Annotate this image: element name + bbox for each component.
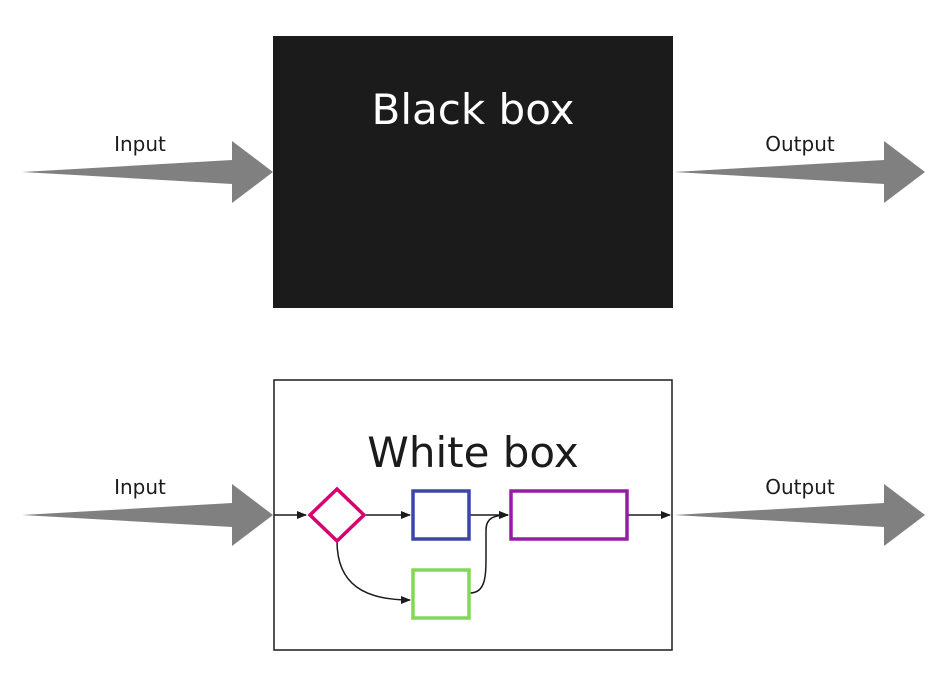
black-box-output-arrow <box>674 141 925 203</box>
white-box-section: Input White box Output <box>22 379 925 651</box>
white-box-title: White box <box>367 428 578 477</box>
black-box-section: Input Black box Output <box>22 36 925 308</box>
process-node-b <box>411 568 471 620</box>
white-box-connectors <box>274 511 671 604</box>
decision-node <box>307 486 367 544</box>
black-box <box>273 36 673 308</box>
black-box-input-arrow <box>22 141 273 203</box>
connector-decision-to-process-b <box>336 540 411 604</box>
white-box-input-label: Input <box>114 475 166 499</box>
white-box-output-arrow <box>674 484 925 546</box>
white-box-input-arrow <box>22 484 273 546</box>
process-node-a <box>411 489 471 541</box>
white-box-output-label: Output <box>765 475 835 499</box>
output-process-node <box>509 489 629 541</box>
black-box-output-label: Output <box>765 132 835 156</box>
black-box-input-label: Input <box>114 132 166 156</box>
black-box-title: Black box <box>372 85 575 134</box>
connector-process-b-to-output-process <box>469 511 509 594</box>
